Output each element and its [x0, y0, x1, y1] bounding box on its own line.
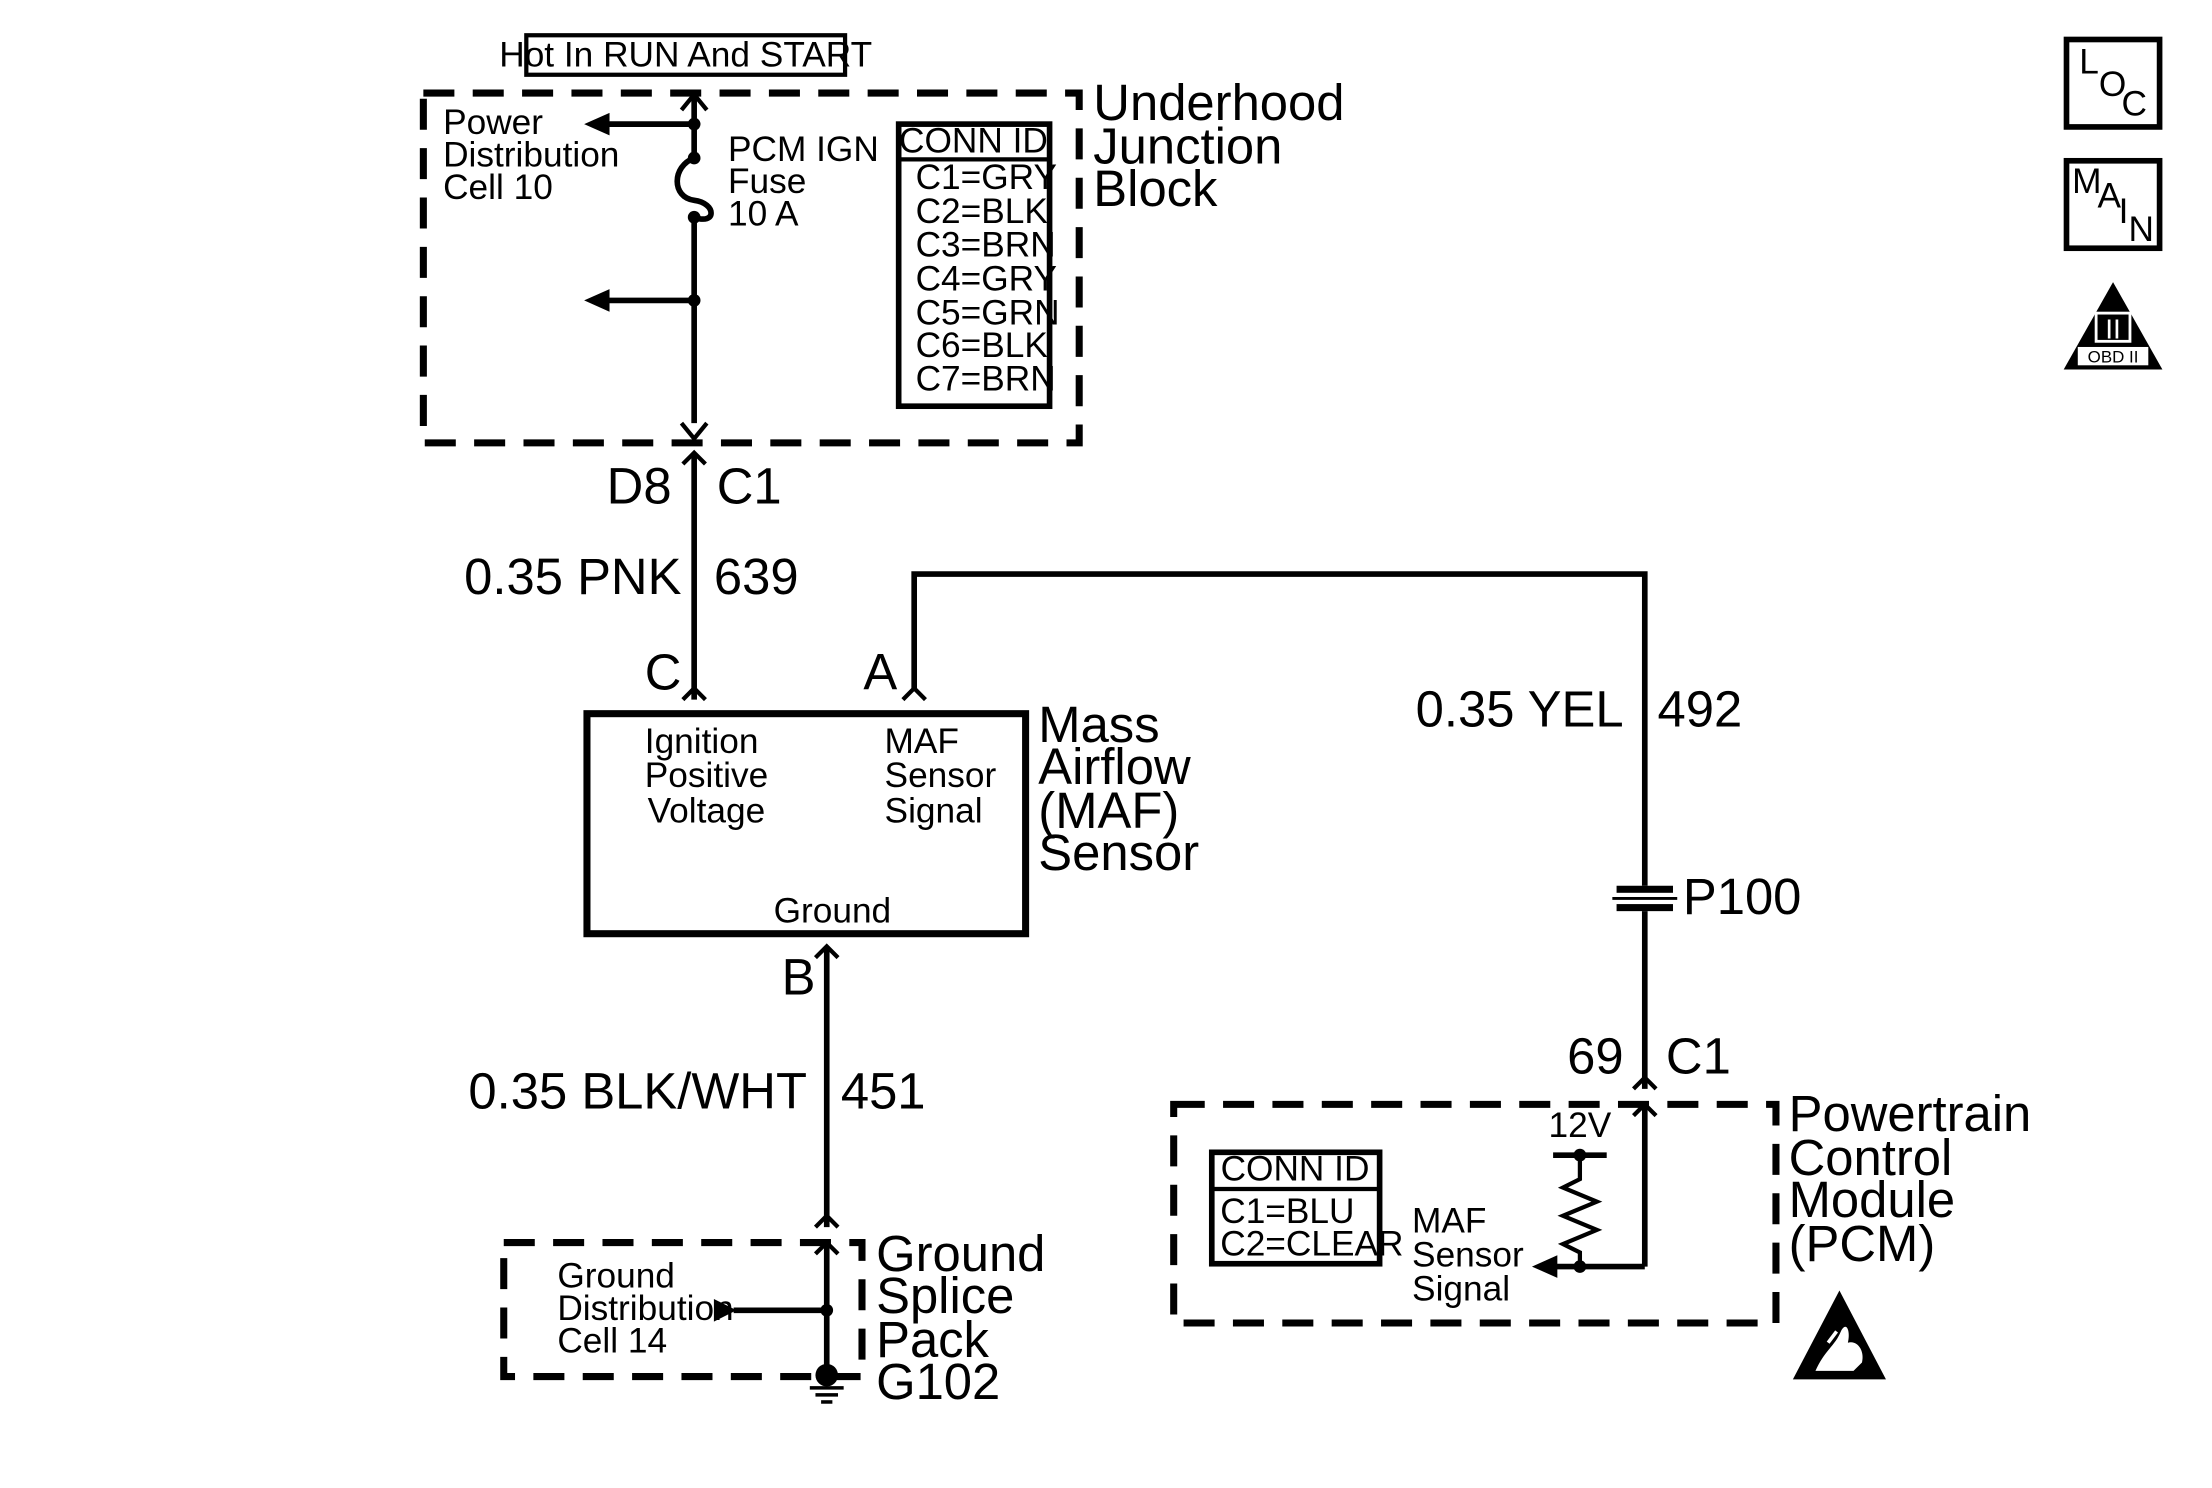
pcm-voltage-label: 12V [1549, 1106, 1612, 1145]
underhood-junction-block: Hot In RUN And START Power Distribution … [419, 33, 1358, 447]
wire-451-circuit: 451 [841, 1063, 926, 1120]
connector-chevron-icon [901, 685, 927, 702]
wire-492: 0.35 YEL 492 P100 69 C1 [901, 571, 1802, 1091]
pcm-maf-signal-label: MAF Sensor Signal [1412, 1202, 1534, 1309]
splice-dot [1573, 1148, 1587, 1162]
underhood-block-outline [419, 89, 1083, 447]
maf-sensor-signal-label: MAF Sensor Signal [885, 722, 1007, 830]
ground-splice-outline [500, 1239, 866, 1381]
ground-splice-pack: Ground Distribution Cell 14 Ground Splic… [500, 1225, 1059, 1410]
wire-492-circuit: 492 [1657, 680, 1742, 737]
obd-ii-label-plate [2077, 346, 2149, 366]
ground-point-dot [815, 1363, 839, 1387]
connector-chevron-icon [1632, 1074, 1658, 1091]
obd-ii-label: OBD II [2088, 347, 2139, 366]
pullup-resistor-icon [1557, 1155, 1603, 1267]
esd-warning-icon [1792, 1290, 1886, 1380]
connector-chevron-icon [813, 1212, 840, 1229]
loc-letter: O [2099, 65, 2126, 104]
pcm-conn-c1: C1 [1666, 1027, 1731, 1084]
pcm-conn-id-box [1208, 1149, 1383, 1267]
pcm-title: Powertrain Control Module (PCM) [1789, 1085, 2046, 1272]
arrow-left-icon [584, 289, 610, 312]
pcm-conn-id-list: C1=BLU C2=CLEAR [1220, 1192, 1403, 1263]
powertrain-control-module: CONN ID C1=BLU C2=CLEAR 12V MAF Sensor S… [1170, 1085, 2046, 1380]
arrow-down-icon [679, 421, 709, 442]
ground-distribution-label: Ground Distribution Cell 14 [557, 1257, 743, 1361]
wire-451: B 0.35 BLK/WHT 451 [468, 943, 926, 1229]
conn-id-header: CONN ID [899, 121, 1048, 160]
hot-label: Hot In RUN And START [499, 35, 872, 74]
p100-label: P100 [1683, 868, 1802, 925]
pin-c1: C1 [717, 458, 782, 515]
loc-letter: C [2122, 85, 2147, 124]
conn-id-list: C1=GRY C2=BLK C3=BRN C4=GRY C5=GRN C6=BL… [916, 158, 1070, 399]
pin-d8: D8 [607, 458, 672, 515]
wire-492-size-color: 0.35 YEL [1416, 680, 1624, 737]
ground-symbol-icon [809, 1386, 844, 1404]
p100-connector-icon [1612, 885, 1678, 912]
main-letter: N [2129, 210, 2154, 249]
maf-sensor: C A Ignition Positive Voltage MAF Sensor… [583, 644, 1204, 938]
pin-c: C [645, 644, 682, 701]
ground-label: Ground [774, 891, 892, 930]
loc-letter: L [2079, 42, 2099, 81]
arrow-left-icon [1531, 1255, 1558, 1278]
wire-639: D8 C1 0.35 PNK 639 [464, 449, 799, 702]
obd-ii-button[interactable]: II OBD II [2063, 282, 2163, 370]
maf-sensor-box [583, 710, 1030, 938]
wire-451-size-color: 0.35 BLK/WHT [468, 1063, 807, 1120]
wire-492-line [911, 571, 1648, 886]
fuse-terminal-bottom [687, 210, 701, 224]
pin-a: A [863, 644, 897, 701]
main-letter: A [2098, 176, 2122, 215]
underhood-conn-id-box [895, 121, 1053, 410]
main-letter: M [2072, 162, 2101, 201]
main-letter: I [2119, 192, 2129, 231]
loc-button[interactable]: L O C [2063, 36, 2163, 130]
wire-639-circuit: 639 [714, 548, 799, 605]
obd-ii-numeral: II [2105, 313, 2121, 345]
main-button[interactable]: M A I N [2063, 157, 2163, 252]
ground-splice-title: Ground Splice Pack G102 [876, 1225, 1059, 1410]
connector-chevron-icon [681, 685, 707, 702]
main-icon-frame [2063, 157, 2163, 252]
obd-ii-numeral-frame [2094, 311, 2132, 343]
pcm-ign-fuse-symbol [674, 155, 714, 222]
hot-label-box [524, 33, 848, 77]
maf-sensor-title: Mass Airflow (MAF) Sensor [1038, 696, 1204, 881]
arrow-up-icon [679, 91, 709, 112]
wire-639-size-color: 0.35 PNK [464, 548, 681, 605]
fuse-terminal-top [687, 151, 701, 165]
underhood-block-title: Underhood Junction Block [1093, 74, 1358, 217]
ignition-positive-voltage-label: Ignition Positive Voltage [645, 722, 778, 830]
pin-b: B [782, 948, 816, 1005]
arrow-left-icon [584, 112, 610, 136]
pcm-outline [1170, 1100, 1780, 1327]
pcm-pin-69: 69 [1567, 1027, 1623, 1084]
fuse-label: PCM IGN Fuse 10 A [728, 130, 889, 234]
power-distribution-label: Power Distribution Cell 10 [443, 103, 629, 207]
pcm-conn-id-header: CONN ID [1221, 1150, 1370, 1189]
loc-icon-frame [2063, 36, 2163, 130]
arrow-right-icon [713, 1299, 737, 1322]
